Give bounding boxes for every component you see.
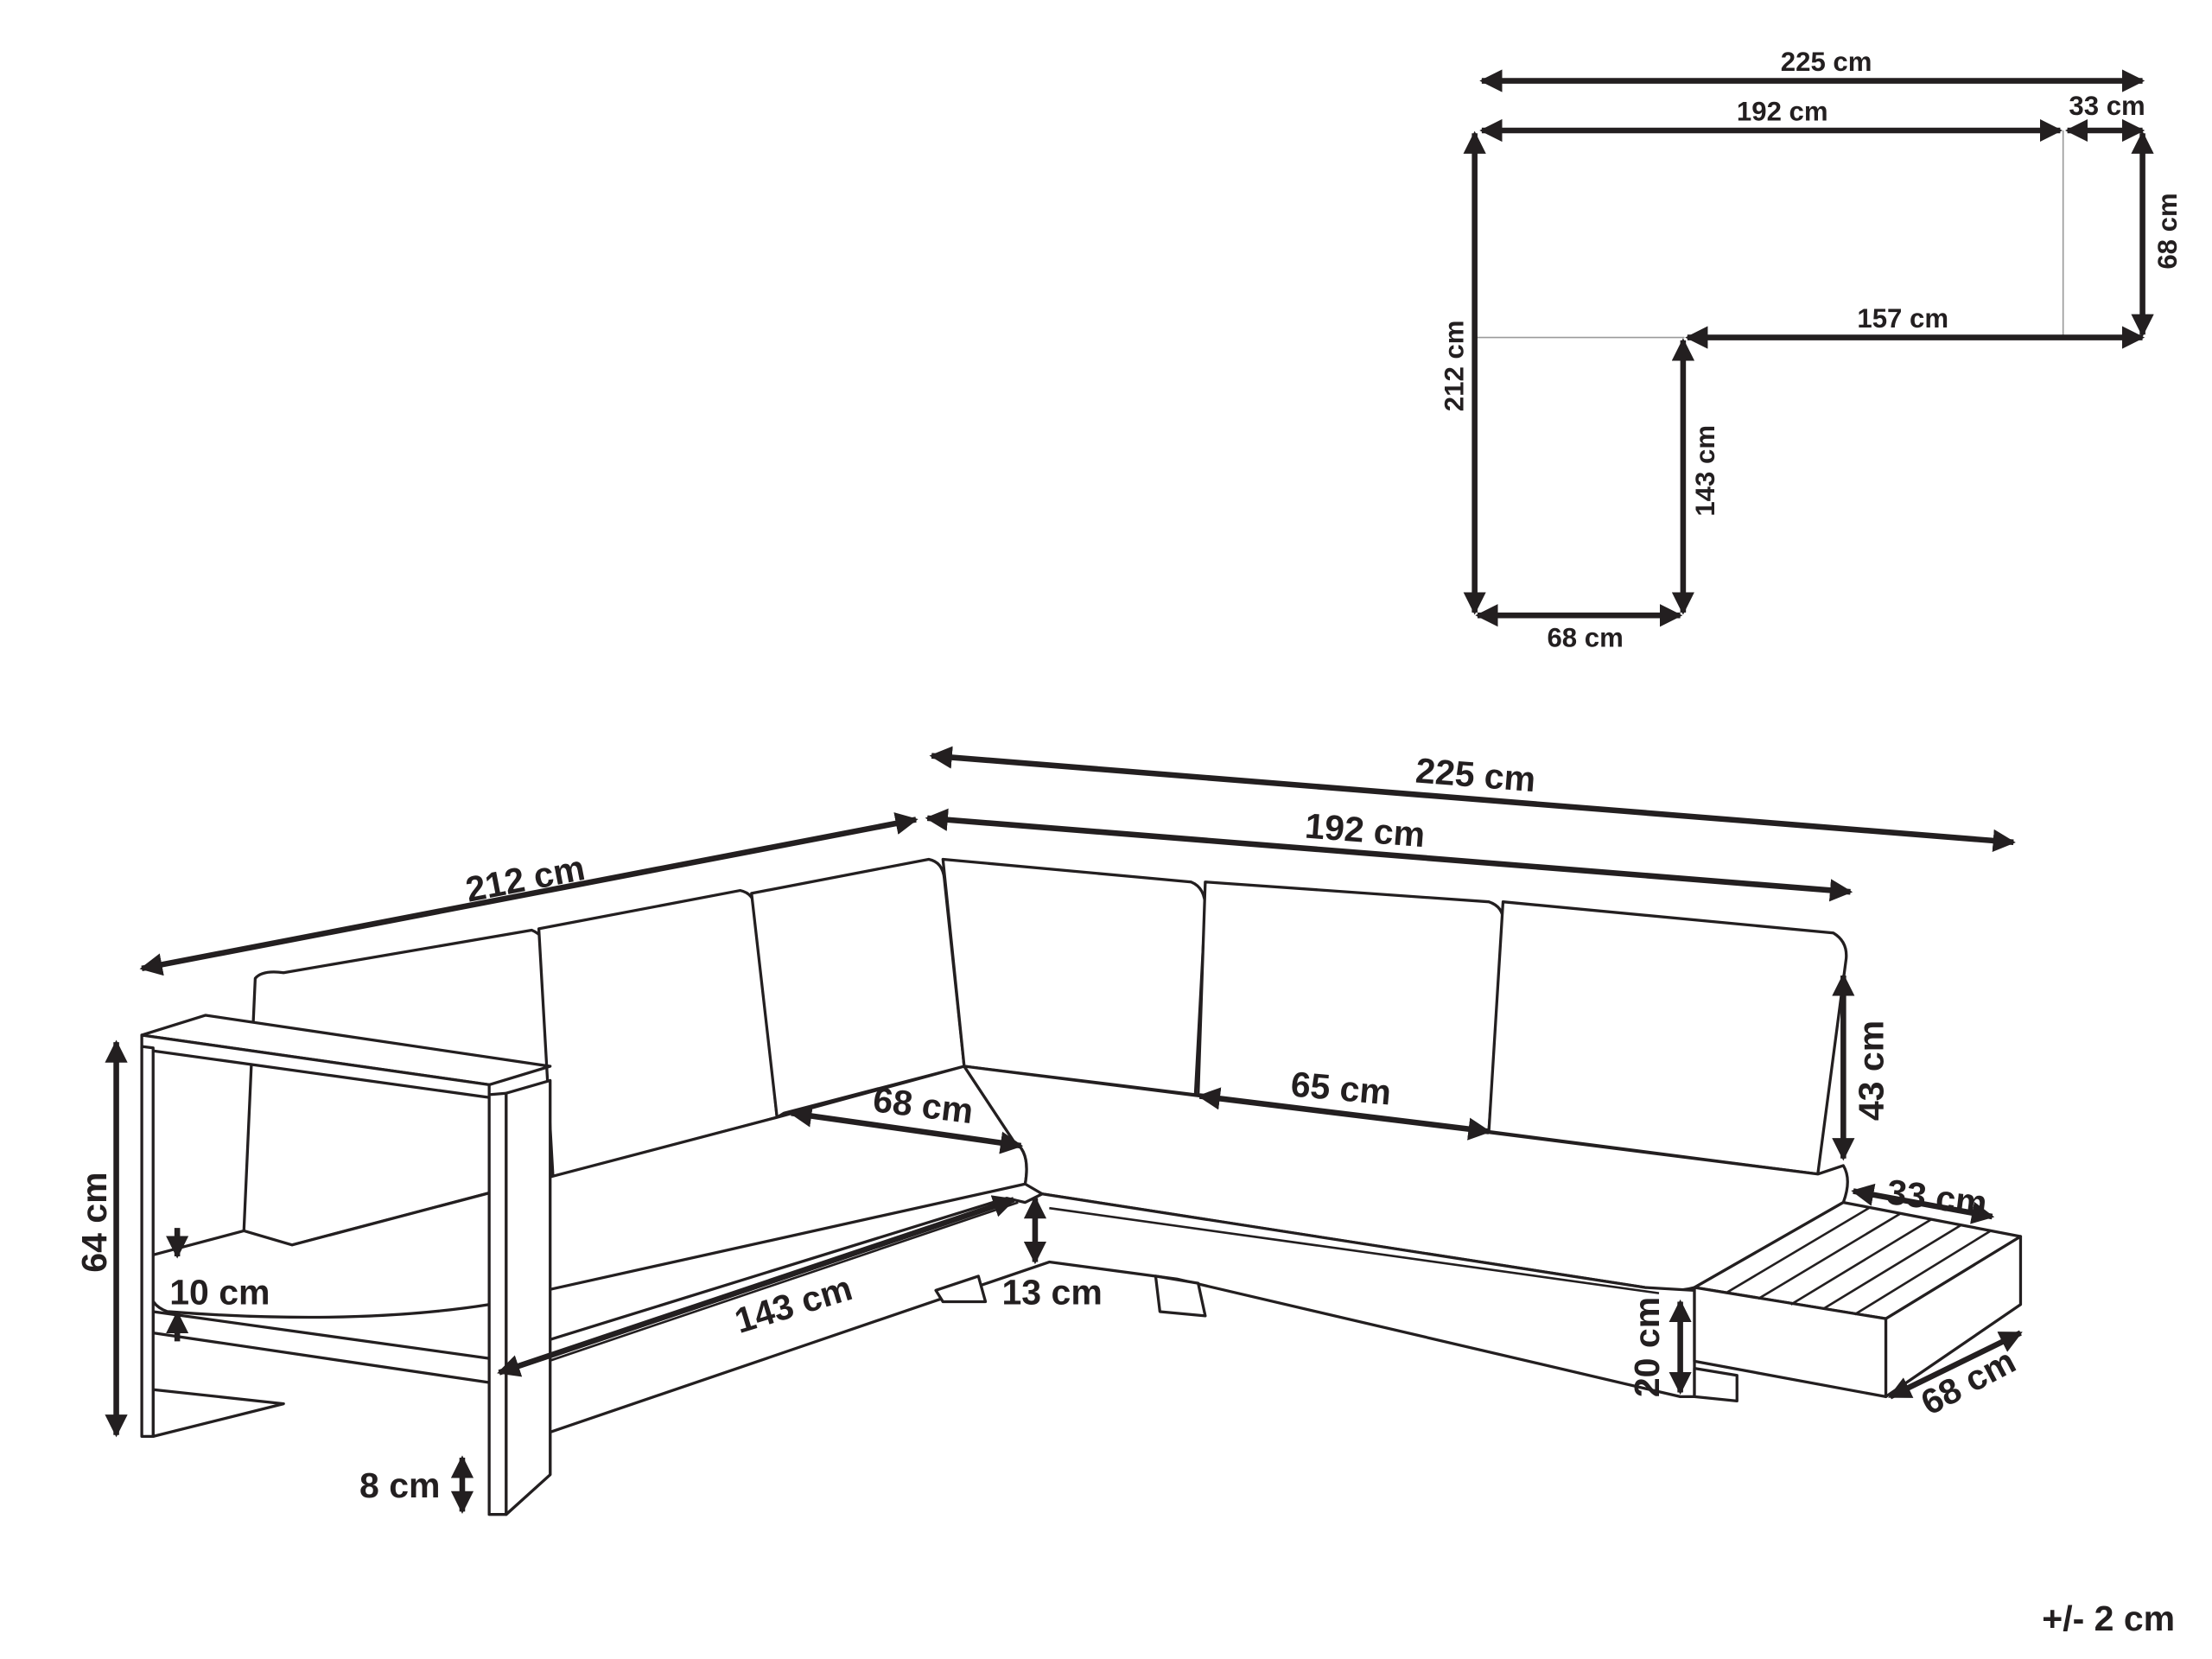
plan-inner-length-label: 143 cm bbox=[1690, 425, 1720, 517]
seat-width-label: 65 cm bbox=[1289, 1065, 1393, 1113]
sofa-illustration bbox=[140, 857, 2023, 1516]
back-cushion bbox=[1487, 900, 1848, 1176]
left-length-label: 212 cm bbox=[462, 848, 588, 910]
dimension-arrow bbox=[1851, 1183, 1995, 1224]
sofa-leg bbox=[151, 1388, 285, 1438]
armrest-front-post bbox=[487, 1091, 508, 1516]
sofa-width-label: 192 cm bbox=[1304, 805, 1427, 855]
back-cushion bbox=[941, 857, 1207, 1096]
plan-sofa-width-label: 192 cm bbox=[1737, 96, 1828, 126]
sofa-leg bbox=[1154, 1274, 1207, 1318]
table-height-label: 20 cm bbox=[1627, 1297, 1667, 1397]
total-width-label: 225 cm bbox=[1414, 750, 1537, 799]
dimension-arrow bbox=[1888, 1330, 2023, 1400]
armrest-side bbox=[505, 1078, 552, 1516]
plan-total-depth-label: 212 cm bbox=[1440, 321, 1470, 412]
dimension-arrow bbox=[925, 808, 1853, 902]
plan-view: 225 cm 192 cm 33 cm 212 cm 68 cm 157 cm … bbox=[1440, 47, 2183, 652]
sofa-leg bbox=[1693, 1366, 1738, 1402]
plan-table-width-label: 33 cm bbox=[2069, 91, 2145, 121]
dimension-arrow bbox=[789, 1104, 1024, 1154]
plan-left-width-label: 68 cm bbox=[1547, 622, 1623, 652]
plan-total-width-label: 225 cm bbox=[1781, 47, 1872, 77]
dimension-arrow bbox=[1197, 1087, 1491, 1141]
back-height-label: 43 cm bbox=[1851, 1020, 1891, 1121]
leg-height-label: 8 cm bbox=[359, 1465, 441, 1505]
dimension-arrow bbox=[139, 812, 918, 976]
cushion-thickness-label: 10 cm bbox=[169, 1273, 270, 1313]
plan-inner-width-label: 157 cm bbox=[1857, 303, 1948, 334]
perspective-dimensions: 225 cm 192 cm 212 cm 64 cm 68 cm 65 cm 4… bbox=[74, 746, 2023, 1514]
seat-height-label: 13 cm bbox=[1001, 1273, 1102, 1313]
tolerance-note: +/- 2 cm bbox=[2042, 1599, 2175, 1638]
plan-right-depth-label: 68 cm bbox=[2152, 193, 2183, 269]
dimension-arrow bbox=[497, 1195, 1016, 1377]
armrest-back-post bbox=[140, 1045, 155, 1438]
side-table-slats bbox=[1725, 1207, 1992, 1316]
frame-edge bbox=[1049, 1206, 1660, 1294]
height-label: 64 cm bbox=[74, 1172, 114, 1272]
